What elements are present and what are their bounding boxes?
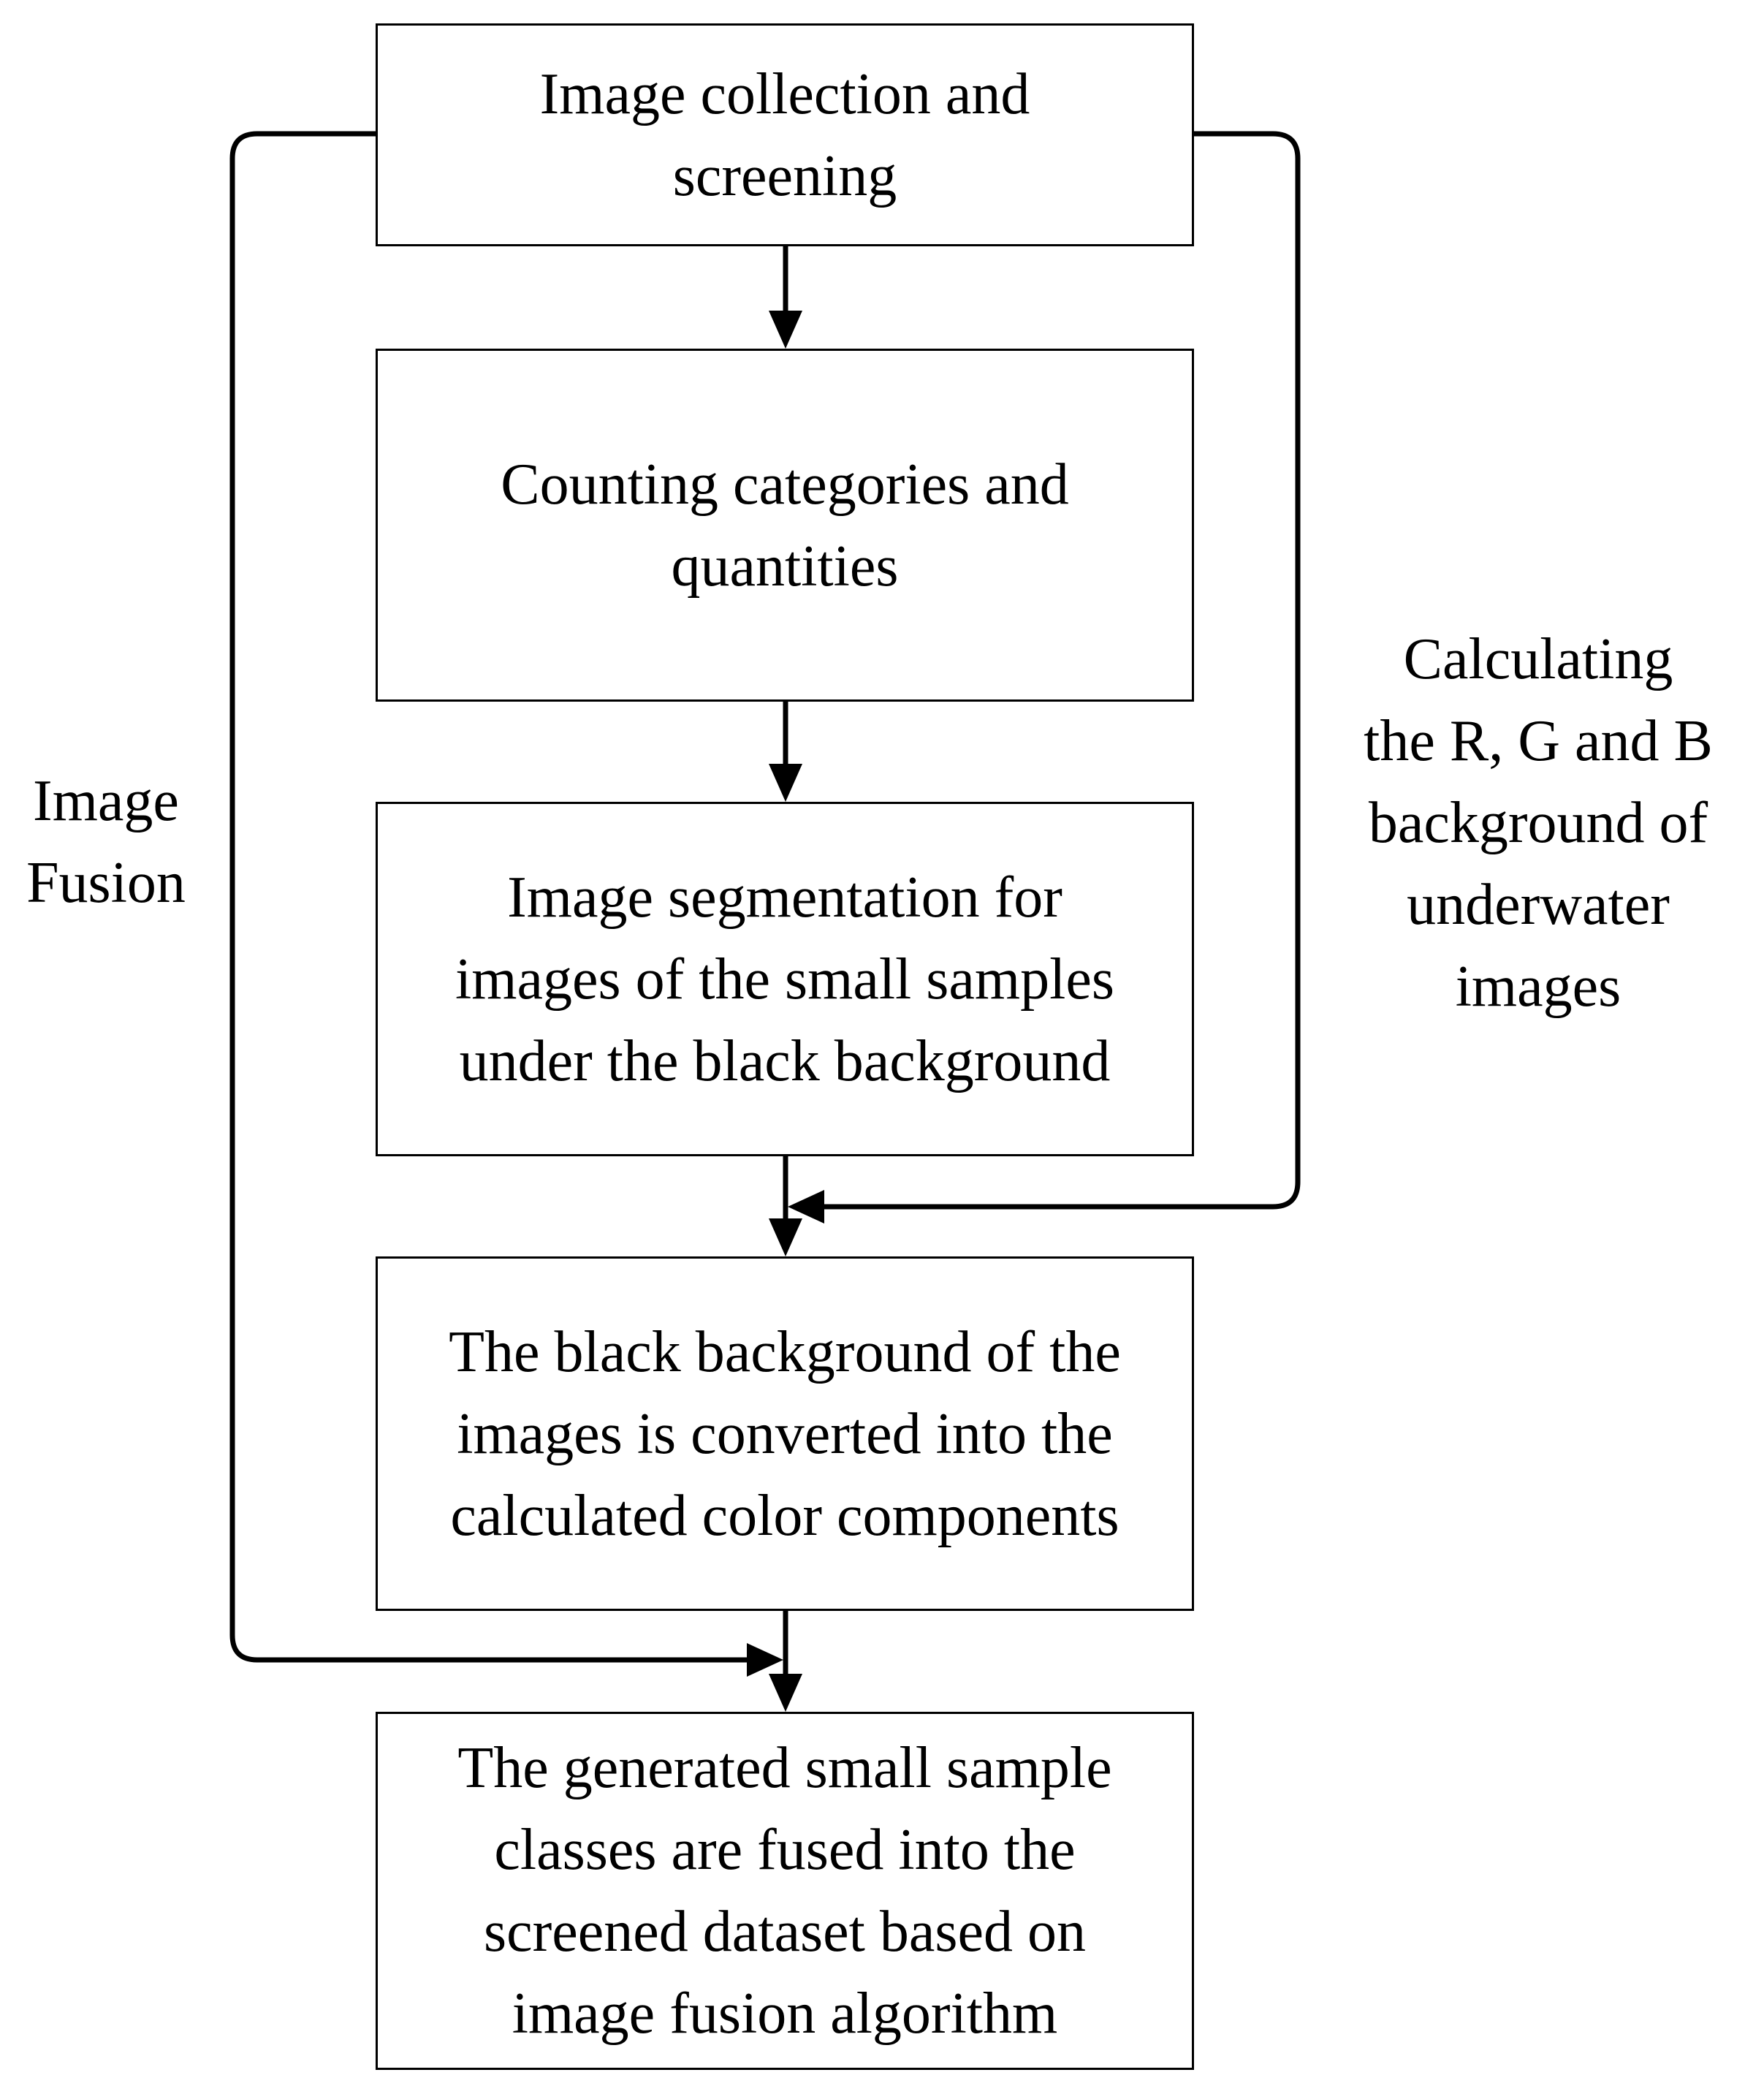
arrow-box2-to-box3 xyxy=(769,699,802,802)
process-box-sample-fusion-text: The generated small sample classes are f… xyxy=(457,1736,1112,2046)
arrow-box1-to-box2 xyxy=(769,243,802,349)
process-box-background-conversion: The black background of the images is co… xyxy=(376,1256,1194,1611)
process-box-image-segmentation: Image segmentation for images of the sma… xyxy=(376,802,1194,1156)
process-box-image-collection-text: Image collection and screening xyxy=(539,61,1030,208)
arrow-box3-to-box4 xyxy=(769,1153,802,1256)
right-branch-label: Calculating the R, G and B background of… xyxy=(1364,627,1713,1019)
process-box-counting-categories: Counting categories and quantities xyxy=(376,349,1194,702)
process-box-counting-categories-text: Counting categories and quantities xyxy=(501,452,1069,599)
process-box-background-conversion-text: The black background of the images is co… xyxy=(449,1319,1121,1548)
arrow-box4-to-box5 xyxy=(769,1608,802,1712)
process-box-image-collection: Image collection and screening xyxy=(376,23,1194,246)
left-branch-connector xyxy=(229,131,783,1677)
left-branch-label: Image Fusion xyxy=(26,769,186,915)
right-branch-connector xyxy=(788,131,1301,1224)
process-box-sample-fusion: The generated small sample classes are f… xyxy=(376,1712,1194,2070)
process-box-image-segmentation-text: Image segmentation for images of the sma… xyxy=(455,865,1115,1093)
